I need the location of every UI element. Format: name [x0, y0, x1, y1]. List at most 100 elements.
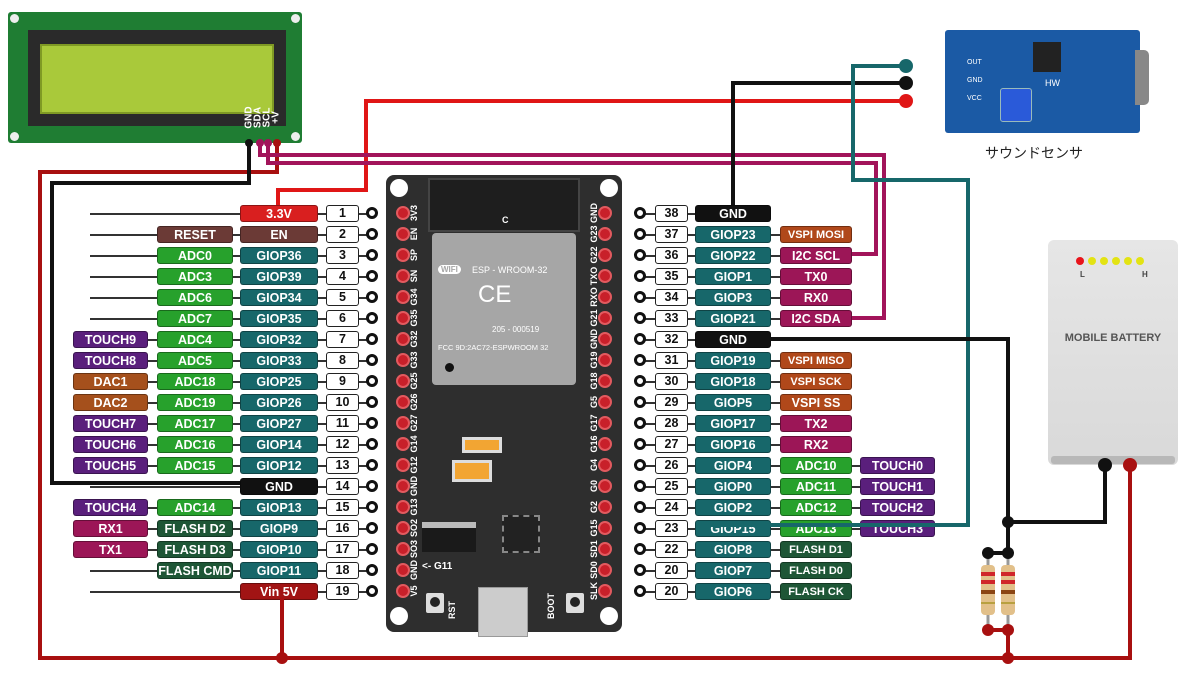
- pin-header-hole[interactable]: [634, 585, 646, 597]
- battery-led: [1112, 257, 1120, 265]
- wire-gnd-battery: [770, 337, 1107, 555]
- board-pad: [598, 353, 612, 367]
- wire-sensor-out: [700, 64, 970, 527]
- pin-number: 3: [326, 247, 359, 264]
- pin-header-hole[interactable]: [634, 333, 646, 345]
- pin-label-i2c-scl: I2C SCL: [780, 247, 852, 264]
- sensor-pin-out: OUT: [967, 59, 982, 66]
- pin-header-hole[interactable]: [634, 480, 646, 492]
- pin-label-giop11: GIOP11: [240, 562, 318, 579]
- pin-header-hole[interactable]: [366, 249, 378, 261]
- rst-button[interactable]: [426, 593, 444, 613]
- board-pad: [396, 500, 410, 514]
- pin-header-hole[interactable]: [634, 417, 646, 429]
- pin-header-hole[interactable]: [366, 375, 378, 387]
- boot-button[interactable]: [566, 593, 584, 613]
- pin-header-hole[interactable]: [634, 249, 646, 261]
- board-pad: [396, 395, 410, 409]
- micro-usb-port[interactable]: [478, 587, 528, 637]
- battery-led: [1136, 257, 1144, 265]
- pin-label-adc7: ADC7: [157, 310, 233, 327]
- board-pad: [598, 269, 612, 283]
- pin-header-hole[interactable]: [366, 459, 378, 471]
- pin-header-hole[interactable]: [366, 396, 378, 408]
- pin-number: 2: [326, 226, 359, 243]
- pin-header-hole[interactable]: [366, 354, 378, 366]
- pin-header-hole[interactable]: [634, 270, 646, 282]
- pin-label-giop16: GIOP16: [695, 436, 771, 453]
- pin-header-hole[interactable]: [366, 270, 378, 282]
- pin-number: 35: [655, 268, 688, 285]
- pin-label-dac1: DAC1: [73, 373, 148, 390]
- pin-label-adc0: ADC0: [157, 247, 233, 264]
- pin-header-hole[interactable]: [634, 438, 646, 450]
- pin-header-hole[interactable]: [366, 417, 378, 429]
- pin-label-tx0: TX0: [780, 268, 852, 285]
- pin-header-hole[interactable]: [366, 522, 378, 534]
- board-pad: [396, 269, 410, 283]
- board-pad: [598, 500, 612, 514]
- pin-number: 37: [655, 226, 688, 243]
- board-pad: [598, 227, 612, 241]
- pin-header-hole[interactable]: [366, 291, 378, 303]
- lcd-module: GND SDA SCL +V: [8, 12, 302, 143]
- pin-header-hole[interactable]: [366, 228, 378, 240]
- pin-number: 28: [655, 415, 688, 432]
- board-pad: [598, 458, 612, 472]
- pin-header-hole[interactable]: [366, 333, 378, 345]
- pin-header-hole[interactable]: [634, 291, 646, 303]
- board-pad: [396, 584, 410, 598]
- pin-header-hole[interactable]: [366, 438, 378, 450]
- pin-header-hole[interactable]: [366, 312, 378, 324]
- pin-label-tx1: TX1: [73, 541, 148, 558]
- pin-header-hole[interactable]: [634, 459, 646, 471]
- pin-header-hole[interactable]: [634, 522, 646, 534]
- pin-label-touch6: TOUCH6: [73, 436, 148, 453]
- pin-header-hole[interactable]: [634, 375, 646, 387]
- esp32-board: C WIFI ESP - WROOM-32 CE 205 - 000519 FC…: [386, 175, 622, 637]
- usb-uart-chip: [502, 515, 540, 553]
- pin-header-hole[interactable]: [366, 207, 378, 219]
- pin-header-hole[interactable]: [366, 480, 378, 492]
- board-pad: [598, 437, 612, 451]
- pin-header-hole[interactable]: [634, 396, 646, 408]
- board-pad: [598, 248, 612, 262]
- pin-number: 36: [655, 247, 688, 264]
- battery-base: [1051, 456, 1175, 464]
- pin-header-hole[interactable]: [366, 501, 378, 513]
- mount-hole: [10, 14, 19, 23]
- antenna: [428, 178, 580, 232]
- board-pad: [396, 521, 410, 535]
- pin-header-hole[interactable]: [634, 312, 646, 324]
- pin-number: 23: [655, 520, 688, 537]
- potentiometer[interactable]: [1000, 88, 1032, 122]
- pin-connector: [90, 591, 372, 593]
- pin-number: 27: [655, 436, 688, 453]
- pin-header-hole[interactable]: [634, 207, 646, 219]
- pin-label-giop33: GIOP33: [240, 352, 318, 369]
- board-pad: [396, 479, 410, 493]
- pin-number: 18: [326, 562, 359, 579]
- pin-label-giop25: GIOP25: [240, 373, 318, 390]
- pin-header-hole[interactable]: [634, 354, 646, 366]
- pin-header-hole[interactable]: [634, 228, 646, 240]
- pin-number: 6: [326, 310, 359, 327]
- pin-header-hole[interactable]: [366, 585, 378, 597]
- pin-label-rx0: RX0: [780, 289, 852, 306]
- pin-label-gnd: GND: [240, 478, 318, 495]
- module-name: ESP - WROOM-32: [472, 265, 548, 275]
- pin-header-hole[interactable]: [634, 543, 646, 555]
- board-pad: [598, 584, 612, 598]
- pin-label-rx2: RX2: [780, 436, 852, 453]
- resistor-1: [981, 565, 995, 615]
- pin-header-hole[interactable]: [634, 564, 646, 576]
- pin-label-giop1: GIOP1: [695, 268, 771, 285]
- board-pad: [598, 416, 612, 430]
- pin-header-hole[interactable]: [634, 501, 646, 513]
- pin-header-hole[interactable]: [366, 564, 378, 576]
- pin-header-hole[interactable]: [366, 543, 378, 555]
- board-pad: [396, 311, 410, 325]
- pin-label-giop4: GIOP4: [695, 457, 771, 474]
- capacitor: [462, 437, 502, 453]
- pin-label-giop7: GIOP7: [695, 562, 771, 579]
